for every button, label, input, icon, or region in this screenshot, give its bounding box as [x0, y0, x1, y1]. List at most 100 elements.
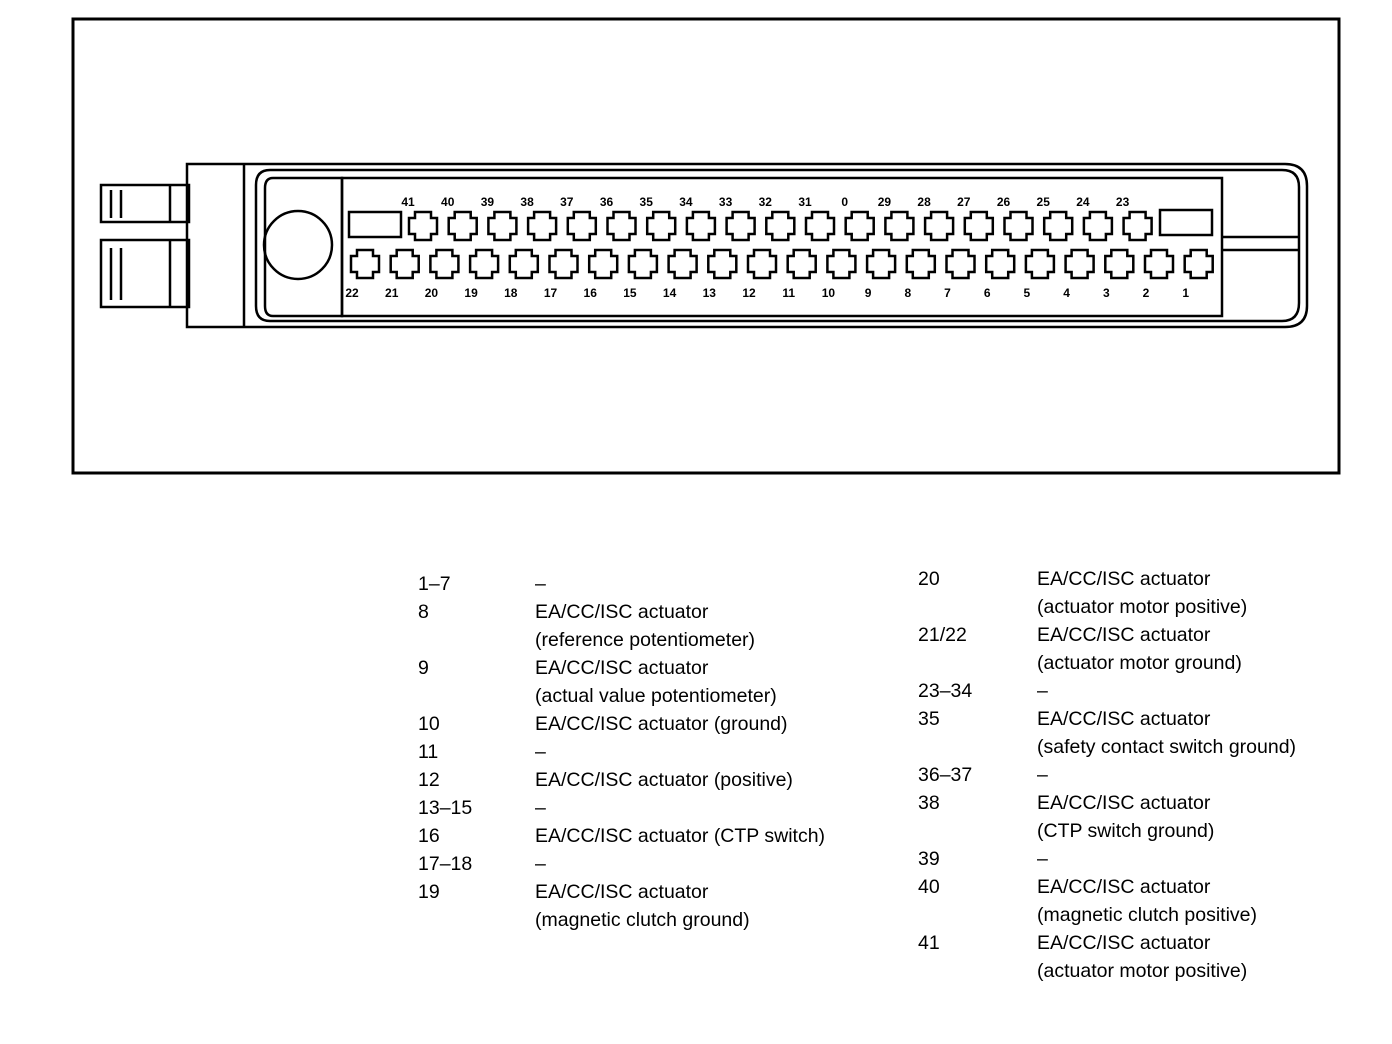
legend-pin: 38	[918, 792, 940, 814]
pin-label-20: 20	[425, 286, 439, 300]
legend-description-line: (actuator motor positive)	[1037, 960, 1248, 982]
legend-description-line: EA/CC/ISC actuator	[1037, 708, 1211, 730]
legend-description-line: –	[1037, 764, 1048, 786]
pin-label-22: 22	[345, 286, 359, 300]
legend-description-line: (actuator motor positive)	[1037, 596, 1248, 618]
legend-description-line: (safety contact switch ground)	[1037, 736, 1297, 758]
legend-description: –	[535, 570, 546, 598]
legend-pin: 16	[418, 825, 440, 847]
pin-top-23	[1122, 210, 1153, 242]
legend-description-line: EA/CC/ISC actuator	[1037, 624, 1211, 646]
legend-description-line: EA/CC/ISC actuator (CTP switch)	[535, 825, 826, 847]
legend-description: –	[535, 738, 546, 766]
legend-description: EA/CC/ISC actuator(magnetic clutch posit…	[1037, 873, 1257, 929]
pin-bottom-11	[786, 248, 817, 280]
pin-top-32	[765, 210, 796, 242]
legend-description-line: EA/CC/ISC actuator	[1037, 792, 1211, 814]
legend-description-line: (actuator motor ground)	[1037, 652, 1242, 674]
pin-label-32: 32	[759, 195, 773, 209]
pin-top-27	[963, 210, 995, 242]
pin-label-15: 15	[623, 286, 637, 300]
pin-label-12: 12	[742, 286, 756, 300]
legend-description-line: (reference potentiometer)	[535, 629, 756, 651]
legend-pin: 23–34	[918, 680, 973, 702]
legend-description: EA/CC/ISC actuator(actual value potentio…	[535, 654, 777, 710]
legend-description: –	[1037, 677, 1048, 705]
legend-description: –	[535, 794, 546, 822]
pin-bottom-9	[865, 248, 897, 280]
connector-housing	[185, 162, 1309, 329]
pin-bottom-21	[389, 248, 420, 280]
pin-top-33	[725, 210, 756, 242]
pin-top-25	[1042, 210, 1074, 242]
pin-bottom-5	[1024, 248, 1056, 280]
pin-bottom-15	[627, 248, 659, 280]
legend-description-line: EA/CC/ISC actuator	[535, 601, 709, 623]
pin-top-39	[487, 210, 518, 242]
legend-description-line: –	[535, 573, 546, 595]
legend-pin: 21/22	[918, 624, 967, 646]
pin-label-23: 23	[1116, 195, 1130, 209]
pin-label-9: 9	[865, 286, 872, 300]
legend-pin: 8	[418, 601, 429, 623]
pin-label-13: 13	[703, 286, 717, 300]
legend-description: EA/CC/ISC actuator (reference potentiomet…	[535, 598, 755, 654]
pin-label-5: 5	[1024, 286, 1031, 300]
pin-label-41: 41	[401, 195, 415, 209]
blank-slot-right	[1158, 208, 1214, 237]
pin-bottom-20	[429, 248, 460, 280]
pin-bottom-22	[349, 248, 381, 280]
legend-description: EA/CC/ISC actuator (magnetic clutch groun…	[535, 878, 750, 934]
pin-bottom-6	[984, 248, 1016, 280]
pin-label-29: 29	[878, 195, 892, 209]
pin-top-29	[884, 210, 915, 242]
pin-label-17: 17	[544, 286, 558, 300]
blank-slot-left	[347, 210, 403, 239]
legend-pin: 36–37	[918, 764, 973, 786]
pin-label-36: 36	[600, 195, 614, 209]
legend-description-line: EA/CC/ISC actuator	[1037, 932, 1211, 954]
legend-description-line: EA/CC/ISC actuator	[535, 881, 709, 903]
pin-label-31: 31	[798, 195, 812, 209]
pin-label-28: 28	[917, 195, 931, 209]
pin-bottom-8	[905, 248, 937, 280]
pin-top-26	[1003, 210, 1034, 242]
pin-top-40	[447, 210, 478, 242]
pin-label-33: 33	[719, 195, 733, 209]
legend-pin: 20	[918, 568, 940, 590]
legend-description-line: (magnetic clutch ground)	[535, 909, 750, 931]
legend-description-line: EA/CC/ISC actuator (positive)	[535, 769, 793, 791]
pin-top-41	[407, 210, 439, 242]
legend-description: EA/CC/ISC actuator (ground)	[535, 710, 788, 738]
coding-key	[262, 209, 334, 281]
pin-label-26: 26	[997, 195, 1011, 209]
pin-top-31	[804, 210, 836, 242]
pin-top-28	[923, 210, 955, 242]
pin-bottom-4	[1064, 248, 1095, 280]
legend-description: EA/CC/ISC actuator (actuator motor positi…	[1037, 929, 1247, 985]
legend-description-line: EA/CC/ISC actuator	[1037, 876, 1211, 898]
pin-label-34: 34	[679, 195, 693, 209]
pin-top-0	[844, 210, 875, 242]
pin-bottom-1	[1183, 248, 1214, 280]
legend-description: EA/CC/ISC actuator(actuator motor positi…	[1037, 565, 1247, 621]
pin-label-38: 38	[520, 195, 534, 209]
legend-pin: 19	[418, 881, 440, 903]
pin-top-34	[685, 210, 717, 242]
pin-label-2: 2	[1143, 286, 1150, 300]
legend-description: EA/CC/ISC actuator (CTP switch)	[535, 822, 825, 850]
pin-label-14: 14	[663, 286, 677, 300]
pin-label-0: 0	[841, 195, 848, 209]
legend-description: EA/CC/ISC actuator(CTP switch ground)	[1037, 789, 1214, 845]
pin-top-37	[566, 210, 598, 242]
pin-label-35: 35	[640, 195, 654, 209]
pin-label-8: 8	[904, 286, 911, 300]
pin-bottom-2	[1143, 248, 1175, 280]
legend-pin: 41	[918, 932, 940, 954]
legend-description-line: (actual value potentiometer)	[535, 685, 777, 707]
legend-pin: 9	[418, 657, 429, 679]
pin-bottom-13	[707, 248, 738, 280]
legend-description: EA/CC/ISC actuator (actuator motor ground…	[1037, 621, 1242, 677]
